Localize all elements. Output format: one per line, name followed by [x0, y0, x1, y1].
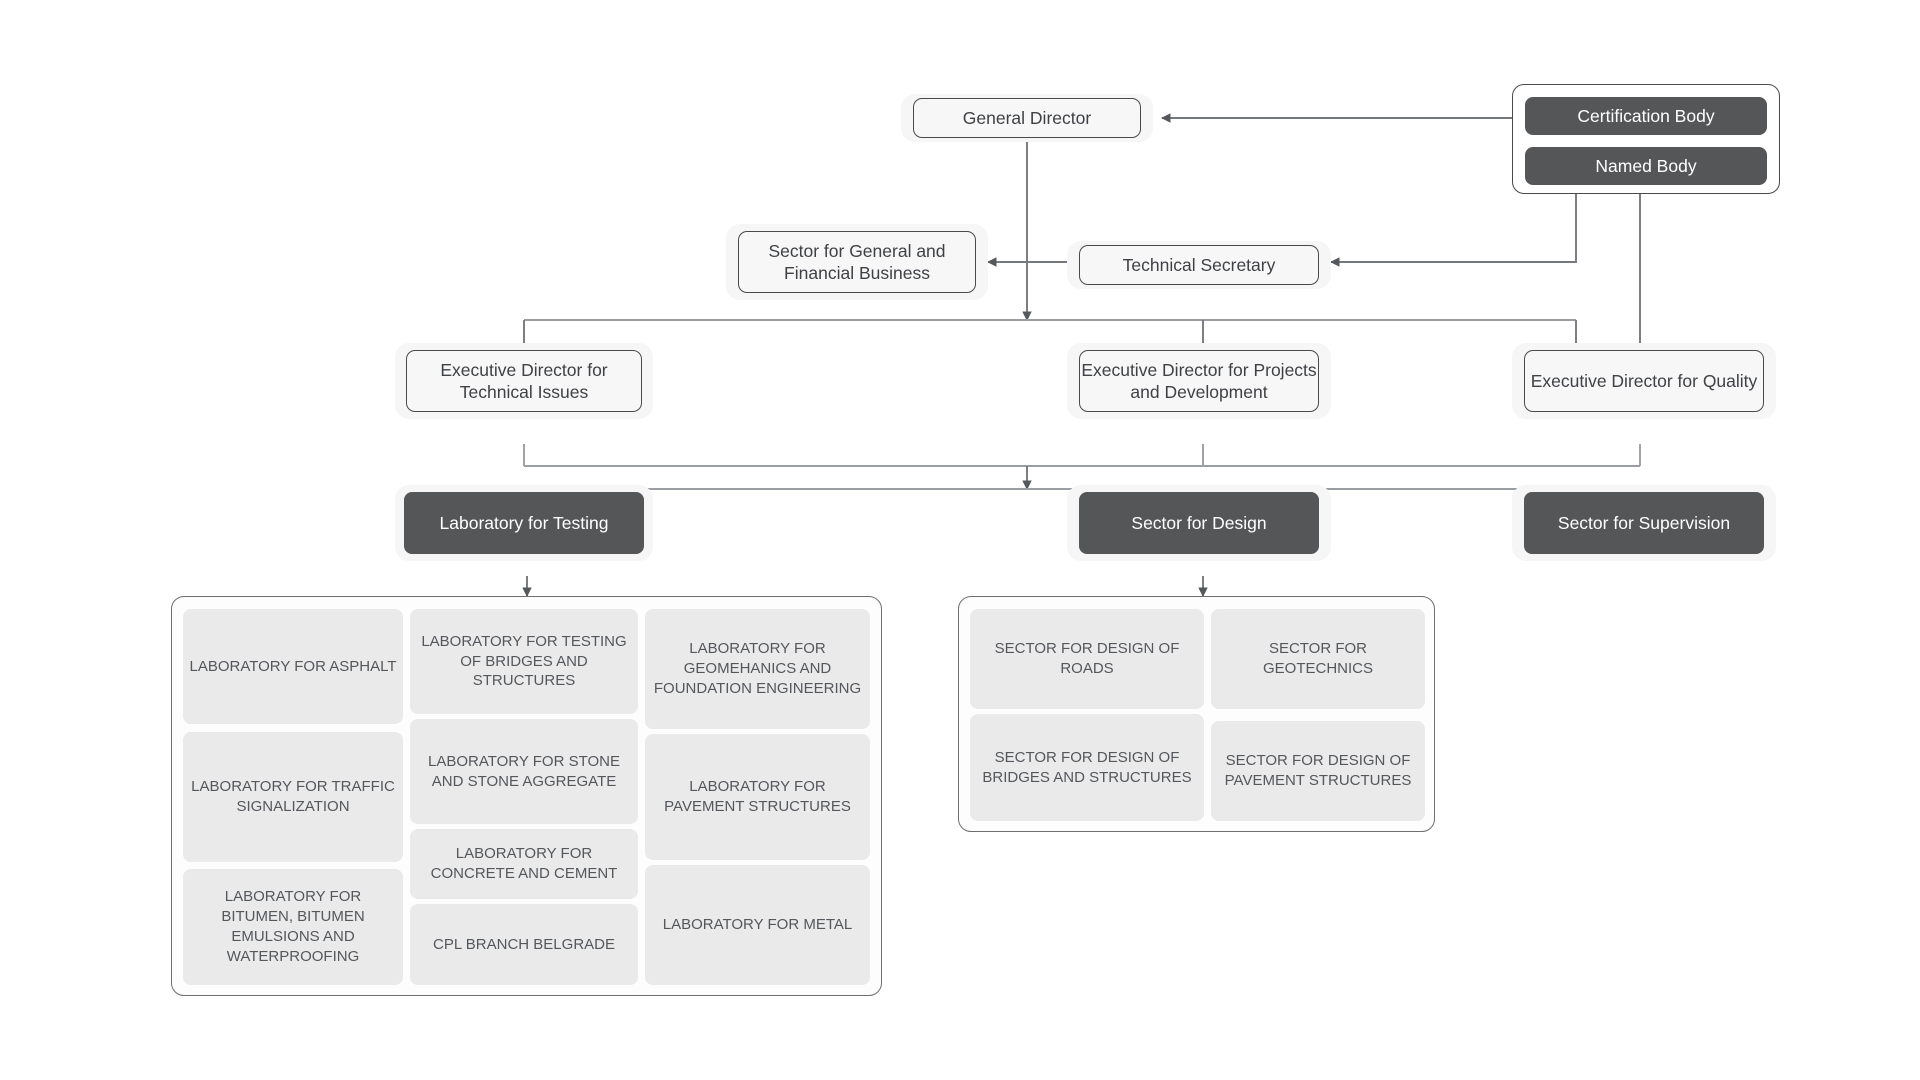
node-sector-general-financial[interactable]: Sector for General and Financial Busines… — [738, 231, 976, 293]
tile-laboratory-concrete-cement[interactable]: LABORATORY FOR CONCRETE AND CEMENT — [410, 829, 638, 899]
named-body-label: Named Body — [1595, 155, 1697, 176]
sector-for-supervision-label: Sector for Supervision — [1557, 512, 1731, 533]
tile-sector-design-bridges[interactable]: SECTOR FOR DESIGN OF BRIDGES AND STRUCTU… — [970, 714, 1204, 821]
node-certification-body[interactable]: Certification Body — [1525, 97, 1767, 135]
tile-label: LABORATORY FOR METAL — [662, 916, 853, 934]
sector-for-design-label: Sector for Design — [1131, 512, 1267, 533]
tile-laboratory-geomehanics[interactable]: LABORATORY FOR GEOMEHANICS AND FOUNDATIO… — [645, 609, 870, 729]
tile-label: LABORATORY FOR TESTING OF BRIDGES AND ST… — [421, 632, 627, 690]
tile-label: LABORATORY FOR GEOMEHANICS AND FOUNDATIO… — [653, 640, 862, 697]
edge-bodies-to-technical-secretary — [1330, 188, 1577, 267]
sector-general-financial-label: Sector for General and Financial Busines… — [768, 240, 946, 283]
laboratory-group-container: LABORATORY FOR ASPHALT LABORATORY FOR TR… — [171, 596, 882, 996]
tile-laboratory-testing-bridges[interactable]: LABORATORY FOR TESTING OF BRIDGES AND ST… — [410, 609, 638, 714]
laboratory-for-testing-label: Laboratory for Testing — [439, 512, 609, 533]
tile-laboratory-bitumen[interactable]: LABORATORY FOR BITUMEN, BITUMEN EMULSION… — [183, 869, 403, 985]
node-sector-for-supervision[interactable]: Sector for Supervision — [1524, 492, 1764, 554]
general-director-label: General Director — [962, 107, 1092, 128]
exec-director-technical-label: Executive Director for Technical Issues — [440, 359, 608, 402]
node-exec-director-projects[interactable]: Executive Director for Projects and Deve… — [1079, 350, 1319, 412]
tile-laboratory-traffic-signalization[interactable]: LABORATORY FOR TRAFFIC SIGNALIZATION — [183, 732, 403, 862]
tile-label: LABORATORY FOR CONCRETE AND CEMENT — [430, 845, 618, 882]
technical-secretary-label: Technical Secretary — [1122, 254, 1276, 275]
tile-label: SECTOR FOR DESIGN OF ROADS — [994, 640, 1180, 677]
tile-cpl-branch-belgrade[interactable]: CPL BRANCH BELGRADE — [410, 904, 638, 985]
tile-laboratory-asphalt[interactable]: LABORATORY FOR ASPHALT — [183, 609, 403, 724]
tile-label: LABORATORY FOR PAVEMENT STRUCTURES — [664, 778, 851, 815]
node-technical-secretary[interactable]: Technical Secretary — [1079, 245, 1319, 285]
tile-sector-design-roads[interactable]: SECTOR FOR DESIGN OF ROADS — [970, 609, 1204, 709]
node-general-director[interactable]: General Director — [913, 98, 1141, 138]
tile-label: LABORATORY FOR STONE AND STONE AGGREGATE — [428, 752, 620, 790]
tile-laboratory-stone-aggregate[interactable]: LABORATORY FOR STONE AND STONE AGGREGATE — [410, 719, 638, 824]
node-named-body[interactable]: Named Body — [1525, 147, 1767, 185]
tile-label: SECTOR FOR DESIGN OF BRIDGES AND STRUCTU… — [982, 748, 1192, 786]
node-exec-director-technical[interactable]: Executive Director for Technical Issues — [406, 350, 642, 412]
tile-laboratory-pavement-structures[interactable]: LABORATORY FOR PAVEMENT STRUCTURES — [645, 734, 870, 860]
tile-label: SECTOR FOR DESIGN OF PAVEMENT STRUCTURES — [1224, 752, 1412, 789]
tile-laboratory-metal[interactable]: LABORATORY FOR METAL — [645, 865, 870, 985]
tile-label: SECTOR FOR GEOTECHNICS — [1262, 640, 1373, 677]
node-laboratory-for-testing[interactable]: Laboratory for Testing — [404, 492, 644, 554]
design-group-container: SECTOR FOR DESIGN OF ROADS SECTOR FOR GE… — [958, 596, 1435, 832]
node-exec-director-quality[interactable]: Executive Director for Quality — [1524, 350, 1764, 412]
tile-sector-design-pavement[interactable]: SECTOR FOR DESIGN OF PAVEMENT STRUCTURES — [1211, 721, 1425, 821]
tile-label: LABORATORY FOR BITUMEN, BITUMEN EMULSION… — [221, 888, 365, 965]
exec-director-quality-label: Executive Director for Quality — [1530, 370, 1758, 391]
tile-label: LABORATORY FOR ASPHALT — [189, 657, 397, 675]
certification-body-label: Certification Body — [1577, 105, 1715, 126]
tile-label: LABORATORY FOR TRAFFIC SIGNALIZATION — [191, 778, 395, 815]
node-sector-for-design[interactable]: Sector for Design — [1079, 492, 1319, 554]
tile-sector-geotechnics[interactable]: SECTOR FOR GEOTECHNICS — [1211, 609, 1425, 709]
exec-director-projects-label: Executive Director for Projects and Deve… — [1081, 359, 1317, 402]
tile-label: CPL BRANCH BELGRADE — [433, 935, 615, 953]
